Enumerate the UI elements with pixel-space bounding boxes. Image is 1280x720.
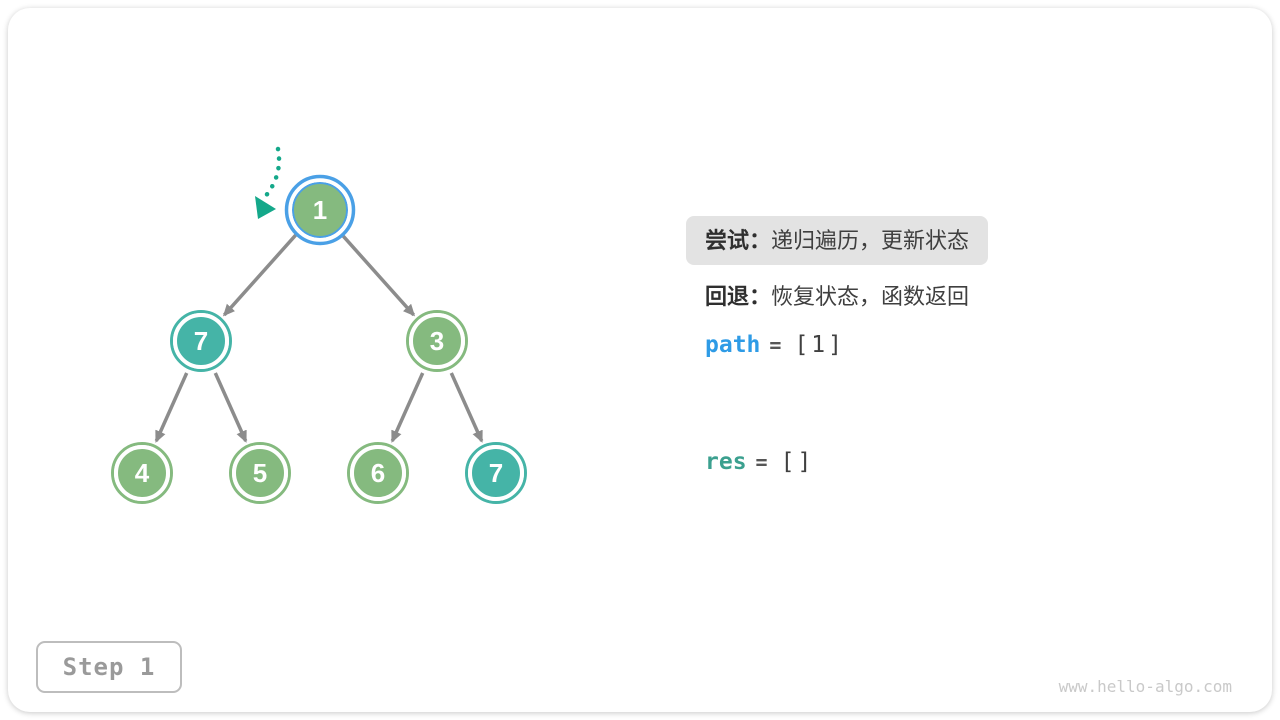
tree-node-7-left: 7 [170,310,232,372]
node-value: 3 [430,326,444,356]
back-row: 回退：恢复状态，函数返回 [705,282,969,312]
try-highlight-box: 尝试：递归遍历，更新状态 [686,216,989,265]
edge-3-7 [449,372,484,443]
watermark: www.hello-algo.com [1058,677,1232,696]
path-variable-row: path = [1] [705,330,845,360]
step-label: Step 1 [62,653,156,681]
current-node-pointer-icon [255,146,282,219]
edge-7-4 [154,372,189,443]
equals-sign: = [769,333,782,357]
binary-tree-diagram: 1 7 3 4 5 6 7 [111,146,527,504]
node-value: 6 [371,458,385,488]
tree-node-6: 6 [347,442,409,504]
tree-node-7-right: 7 [465,442,527,504]
path-variable-name: path [705,332,761,358]
tree-edges [154,233,484,443]
res-value: [] [780,449,815,475]
try-label: 尝试： [705,228,772,253]
back-label: 回退： [705,284,772,309]
edge-7-5 [213,372,248,443]
back-text: 恢复状态，函数返回 [771,284,970,309]
try-text: 递归遍历，更新状态 [771,228,970,253]
edge-1-7 [222,233,298,317]
res-variable-row: res = [] [705,447,814,477]
edge-3-6 [390,372,425,443]
equals-sign: = [755,450,768,474]
tree-node-3: 3 [406,310,468,372]
path-value: [1] [794,332,845,358]
node-value: 4 [135,458,150,488]
step-badge: Step 1 [36,641,182,693]
tree-node-4: 4 [111,442,173,504]
node-value: 1 [313,195,327,225]
node-value: 7 [489,458,503,488]
edge-1-3 [340,233,416,317]
res-variable-name: res [705,449,747,475]
tree-node-5: 5 [229,442,291,504]
node-value: 5 [253,458,267,488]
state-panel: 尝试：递归遍历，更新状态 回退：恢复状态，函数返回 path = [1] res = [… [686,216,1156,475]
tree-node-1-current: 1 [284,174,356,246]
node-value: 7 [194,326,208,356]
